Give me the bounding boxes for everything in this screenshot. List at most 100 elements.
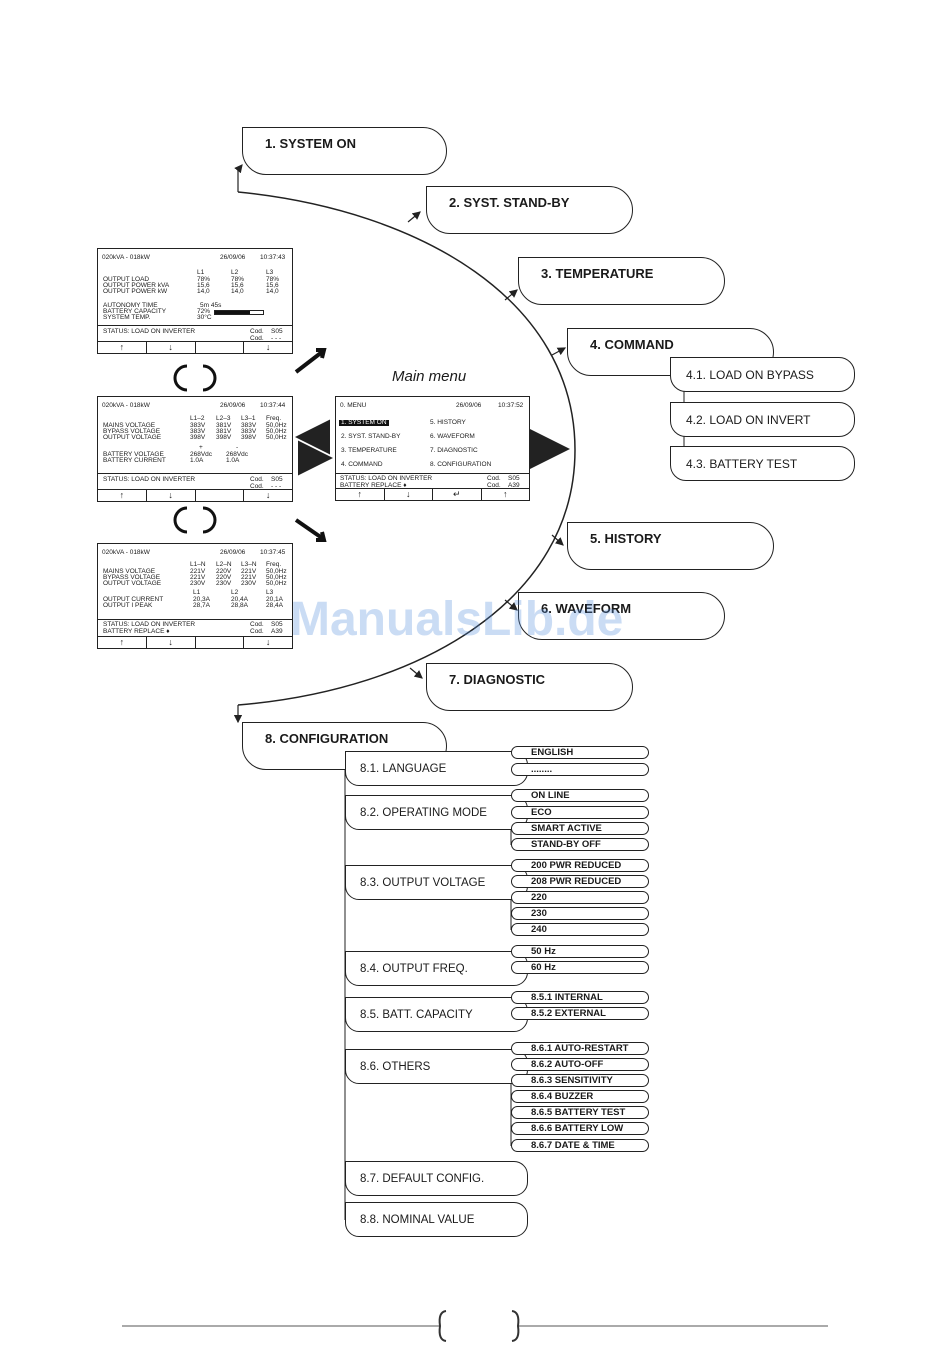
blank-button[interactable] <box>196 342 245 353</box>
lcd2-minus: - <box>236 444 239 451</box>
up-button[interactable]: ↑ <box>98 490 147 501</box>
lcd-time: 10:37:52 <box>498 402 524 409</box>
menu-item-system-on[interactable]: 1. SYSTEM ON <box>242 127 447 175</box>
option-external[interactable]: 8.5.2 EXTERNAL <box>511 1007 649 1020</box>
down-button[interactable]: ↓ <box>265 490 271 500</box>
option-internal[interactable]: 8.5.1 INTERNAL <box>511 991 649 1004</box>
blank-button[interactable] <box>196 637 245 648</box>
option-battery-low[interactable]: 8.6.6 BATTERY LOW <box>511 1122 649 1135</box>
down-button[interactable]: ↓ <box>265 637 271 647</box>
option-208-pwr-reduced[interactable]: 208 PWR REDUCED <box>511 875 649 888</box>
lcd3-row-value: 220V <box>216 574 232 581</box>
lcd1-capacity: 72% <box>197 308 211 315</box>
lcd2-row-label: BYPASS VOLTAGE <box>103 428 161 435</box>
option-200-pwr-reduced[interactable]: 200 PWR REDUCED <box>511 859 649 872</box>
lcd-menu-item-6[interactable]: 6. WAVEFORM <box>430 433 475 440</box>
lcd2-row-label: OUTPUT VOLTAGE <box>103 434 162 441</box>
lcd3-row-value: 230V <box>241 580 257 587</box>
up-button[interactable]: ↑ <box>336 489 385 500</box>
lcd3-row2-value: 28,7A <box>193 602 210 609</box>
lcd1-cod2: - - - <box>271 335 282 342</box>
option-smart-active[interactable]: SMART ACTIVE <box>511 822 649 835</box>
menu-item-history[interactable]: 5. HISTORY <box>567 522 774 570</box>
esc-button[interactable]: ↑ <box>503 489 508 499</box>
option-on-line[interactable]: ON LINE <box>511 789 649 802</box>
lcd-menu-item-5[interactable]: 5. HISTORY <box>430 419 466 426</box>
lcd1-row-label: OUTPUT POWER kVA <box>103 282 170 289</box>
lcd3-row-value: 220V <box>216 568 232 575</box>
option-220[interactable]: 220 <box>511 891 649 904</box>
lcd3-col: Freq. <box>266 561 282 568</box>
menu-item-waveform[interactable]: 6. WAVEFORM <box>518 592 725 640</box>
lcd2-cod2-label: Cod. <box>250 483 264 490</box>
lcd-menu-item-1[interactable]: 1. SYSTEM ON <box>339 419 389 427</box>
lcd2-plus: + <box>199 444 203 451</box>
lcd3-col: L3–N <box>241 561 257 568</box>
config-language[interactable]: 8.1. LANGUAGE <box>345 751 528 786</box>
lcd1-autonomy: 5m 45s <box>200 302 222 309</box>
lcd1-autonomy-label: AUTONOMY TIME <box>103 302 158 309</box>
lcd3-col2: L3 <box>266 589 274 596</box>
lcd-menu-item-8[interactable]: 8. CONFIGURATION <box>430 461 492 468</box>
option-english[interactable]: ENGLISH <box>511 746 649 759</box>
command-battery-test[interactable]: 4.3. BATTERY TEST <box>670 446 855 481</box>
menu-item-temperature[interactable]: 3. TEMPERATURE <box>518 257 725 305</box>
down-button[interactable]: ↓ <box>147 637 196 648</box>
lcd2-row-value: 383V <box>190 422 206 429</box>
lcd2-time: 10:37:44 <box>260 402 286 409</box>
lcd3-time: 10:37:45 <box>260 549 286 556</box>
lcd1-cod1: S05 <box>271 328 283 335</box>
lcd-cod1: S05 <box>508 475 520 482</box>
lcd2-col: Freq. <box>266 415 282 422</box>
lcd1-col-l1: L1 <box>197 269 205 276</box>
lcd1-row-value: 78% <box>231 276 245 283</box>
command-load-on-invert[interactable]: 4.2. LOAD ON INVERT <box>670 402 855 437</box>
menu-item-syst-stand-by[interactable]: 2. SYST. STAND-BY <box>426 186 633 234</box>
config-operating-mode[interactable]: 8.2. OPERATING MODE <box>345 795 528 830</box>
config-output-freq[interactable]: 8.4. OUTPUT FREQ. <box>345 951 528 986</box>
config-nominal-value[interactable]: 8.8. NOMINAL VALUE <box>345 1202 528 1237</box>
lcd-status-divider <box>336 473 529 474</box>
option-language-more[interactable]: ........ <box>511 763 649 776</box>
down-button[interactable]: ↓ <box>147 490 196 501</box>
enter-button[interactable]: ↵ <box>433 489 482 500</box>
option-230[interactable]: 230 <box>511 907 649 920</box>
option-60hz[interactable]: 60 Hz <box>511 961 649 974</box>
option-auto-off[interactable]: 8.6.2 AUTO-OFF <box>511 1058 649 1071</box>
config-default-config[interactable]: 8.7. DEFAULT CONFIG. <box>345 1161 528 1196</box>
option-buzzer[interactable]: 8.6.4 BUZZER <box>511 1090 649 1103</box>
option-50hz[interactable]: 50 Hz <box>511 945 649 958</box>
lcd-cod1-label: Cod. <box>487 475 501 482</box>
down-button[interactable]: ↓ <box>147 342 196 353</box>
up-button[interactable]: ↑ <box>98 342 147 353</box>
lcd-status: STATUS: LOAD ON INVERTER <box>340 475 433 482</box>
option-auto-restart[interactable]: 8.6.1 AUTO-RESTART <box>511 1042 649 1055</box>
menu-item-diagnostic[interactable]: 7. DIAGNOSTIC <box>426 663 633 711</box>
lcd-menu-item-7[interactable]: 7. DIAGNOSTIC <box>430 447 478 454</box>
lcd-menu-item-3[interactable]: 3. TEMPERATURE <box>341 447 397 454</box>
config-output-voltage[interactable]: 8.3. OUTPUT VOLTAGE <box>345 865 528 900</box>
option-date-time[interactable]: 8.6.7 DATE & TIME <box>511 1139 649 1152</box>
lcd-cod2-label: Cod. <box>487 482 501 489</box>
option-240[interactable]: 240 <box>511 923 649 936</box>
lcd3-header: 020kVA - 018kW <box>102 549 150 556</box>
option-sensitivity[interactable]: 8.6.3 SENSITIVITY <box>511 1074 649 1087</box>
up-button[interactable]: ↑ <box>98 637 147 648</box>
blank-button[interactable] <box>196 490 245 501</box>
down-button[interactable]: ↓ <box>265 342 271 352</box>
option-stand-by-off[interactable]: STAND-BY OFF <box>511 838 649 851</box>
option-battery-test[interactable]: 8.6.5 BATTERY TEST <box>511 1106 649 1119</box>
config-batt-capacity[interactable]: 8.5. BATT. CAPACITY <box>345 997 528 1032</box>
lcd3-cod2: A39 <box>271 628 283 635</box>
lcd3-status-2: BATTERY REPLACE ♦ <box>103 628 170 635</box>
command-load-on-bypass[interactable]: 4.1. LOAD ON BYPASS <box>670 357 855 392</box>
config-others[interactable]: 8.6. OTHERS <box>345 1049 528 1084</box>
lcd-menu-item-4[interactable]: 4. COMMAND <box>341 461 383 468</box>
down-button[interactable]: ↓ <box>385 489 433 500</box>
lcd2-header: 020kVA - 018kW <box>102 402 150 409</box>
lcd-menu-item-2[interactable]: 2. SYST. STAND-BY <box>341 433 401 440</box>
lcd1-row-label: OUTPUT POWER kW <box>103 288 168 295</box>
lcd3-status: STATUS: LOAD ON INVERTER <box>103 621 196 628</box>
option-eco[interactable]: ECO <box>511 806 649 819</box>
lcd3-row-label: MAINS VOLTAGE <box>103 568 156 575</box>
